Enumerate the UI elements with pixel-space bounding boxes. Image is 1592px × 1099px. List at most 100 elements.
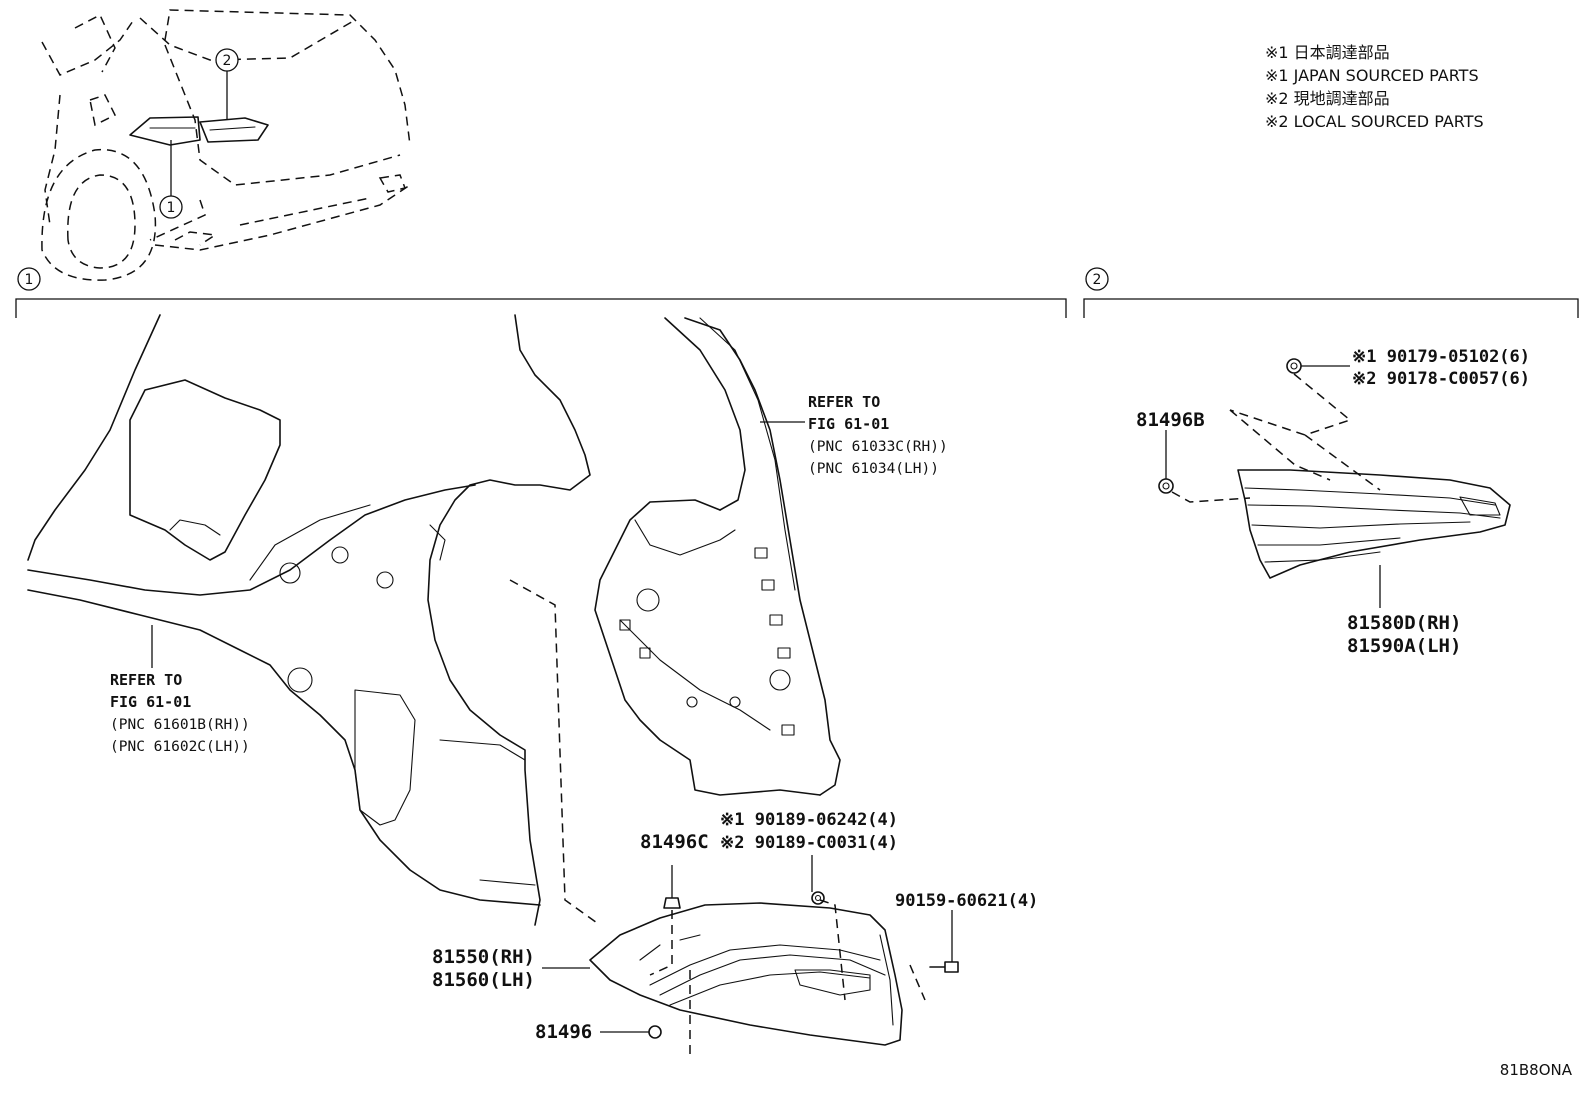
clip-81496b-icon	[1158, 478, 1174, 494]
panel-window-frame	[427, 314, 591, 926]
legend-line-1: ※1 日本調達部品	[1265, 43, 1390, 62]
panel-lower-rib	[439, 739, 526, 761]
callout-1-label: 1	[167, 200, 176, 216]
clip-81496-icon	[648, 1025, 662, 1039]
screw-90189-icon-center	[814, 894, 822, 902]
inner-panel-hole-4	[729, 696, 741, 708]
inner-lamp-lh-label: 81590A(LH)	[1347, 635, 1461, 657]
install-line-clip-b	[1171, 491, 1251, 503]
section-2-label: 2	[1093, 272, 1102, 288]
bolt-90159-icon	[929, 961, 959, 973]
section-2-header: 2	[1083, 267, 1579, 318]
section-2-bracket	[1083, 298, 1579, 318]
clip-81496b-label: 81496B	[1136, 409, 1205, 431]
outer-lamp-lens-line-2	[659, 954, 886, 996]
vehicle-bumper-outline	[154, 184, 411, 251]
panel-quarter-window	[129, 379, 281, 561]
outer-lamp-lens-line-1	[649, 944, 881, 986]
clip-label: 81496	[535, 1021, 592, 1043]
panel-bottom-flange	[479, 879, 536, 886]
inner-lamp-lens-3	[1251, 521, 1471, 529]
vehicle-inner-lamp	[199, 117, 269, 143]
inner-tail-lamp	[1237, 469, 1511, 579]
inner-panel-pillar	[684, 317, 841, 796]
screw-a-label: ※1 90189-06242(4)	[720, 810, 898, 830]
bolt-label: 90159-60621(4)	[895, 891, 1038, 911]
section-2-part-labels: ※1 90179-05102(6) ※2 90178-C0057(6) 8149…	[1136, 347, 1530, 657]
screw-90179-icon	[1286, 358, 1302, 374]
inner-lamp-lens-4	[1257, 537, 1401, 546]
vehicle-side-panel	[89, 94, 117, 127]
screw-90179-icon-center	[1290, 362, 1298, 370]
inner-lamp-lens-5	[1264, 551, 1381, 563]
section-1-fasteners	[542, 855, 959, 1039]
inner-panel-slot-5	[619, 619, 631, 631]
vehicle-bumper-side	[149, 199, 206, 241]
refer-left-line-1: REFER TO	[110, 671, 182, 689]
inner-lamp-rh-label: 81580D(RH)	[1347, 612, 1461, 634]
inner-lamp-housing	[1237, 469, 1511, 579]
section-1-part-labels: ※1 90189-06242(4) ※2 90189-C0031(4) 8149…	[432, 810, 1038, 1043]
inner-panel-rib-1	[634, 519, 736, 556]
vehicle-lamp-detail	[149, 126, 256, 131]
install-line-screw	[819, 899, 846, 1001]
screw-b-label: ※2 90189-C0031(4)	[720, 833, 898, 853]
clip-81496c-icon	[663, 897, 681, 909]
install-line-bolt	[909, 964, 926, 1001]
refer-left-line-3: (PNC 61601B(RH))	[110, 717, 250, 733]
vehicle-bumper-line	[239, 197, 371, 226]
panel-hole-1	[287, 667, 313, 693]
outer-lamp-lens-line-3	[669, 971, 871, 1006]
inner-lamp-end-reflector	[1459, 496, 1501, 516]
section-1-header: 1	[15, 267, 1067, 318]
clip-c-label: 81496C	[640, 831, 709, 853]
inner-panel-pillar-line	[699, 317, 796, 591]
outer-lamp-housing	[589, 902, 903, 1046]
inner-panel-slot-2	[761, 579, 775, 591]
inner-panel-hole-1	[636, 588, 660, 612]
inner-panel-slot-1	[754, 547, 768, 559]
vehicle-tailgate-outline	[164, 9, 411, 146]
lamp-lh-label: 81560(LH)	[432, 969, 535, 991]
callout-2-label: 2	[223, 53, 232, 69]
inner-panel-slot-6	[639, 647, 651, 659]
refer-right-line-1: REFER TO	[808, 393, 880, 411]
refer-right-line-4: (PNC 61034(LH))	[808, 461, 939, 477]
quarter-panel	[27, 314, 591, 926]
vehicle-bumper-reflector-r	[378, 174, 407, 193]
section-1-bracket	[15, 298, 1067, 318]
inner-lamp-lens-1	[1244, 487, 1496, 506]
panel-inner-rib	[249, 504, 371, 581]
refer-left-line-4: (PNC 61602C(LH))	[110, 739, 250, 755]
callout-2-circle	[215, 48, 239, 72]
panel-wheel-arch-top	[27, 484, 476, 596]
inner-panel-outer	[664, 317, 746, 511]
section-2-fasteners	[1158, 358, 1381, 608]
panel-lower-edge	[27, 589, 541, 906]
screw-90179-label: ※1 90179-05102(6)	[1352, 347, 1530, 367]
refer-to-left: REFER TO FIG 61-01 (PNC 61601B(RH)) (PNC…	[110, 625, 250, 755]
outer-lamp-detail	[639, 934, 701, 961]
panel-window-sill	[169, 519, 221, 536]
inner-panel-hole-2	[769, 669, 791, 691]
inner-panel-lower	[594, 499, 821, 796]
outer-lamp-inner-reflector	[794, 969, 871, 996]
outer-tail-lamp	[589, 902, 903, 1046]
refer-right-line-2: FIG 61-01	[808, 415, 889, 433]
panel-hole-3	[331, 546, 349, 564]
legend-line-2: ※1 JAPAN SOURCED PARTS	[1265, 66, 1479, 85]
refer-right-line-3: (PNC 61033C(RH))	[808, 439, 948, 455]
legend-line-3: ※2 現地調達部品	[1265, 89, 1390, 108]
section-2-install-lines	[1171, 373, 1381, 503]
section-1-label: 1	[25, 272, 34, 288]
screw-90189-icon	[811, 891, 825, 905]
vehicle-wheel	[67, 174, 136, 269]
vehicle-window-outline	[41, 17, 136, 76]
install-line-clip-c	[649, 910, 673, 976]
callout-1-circle	[159, 195, 183, 219]
inner-panel-slot-4	[777, 647, 791, 659]
vehicle-roof-outline	[139, 17, 356, 61]
vehicle-reflector	[174, 231, 218, 246]
inner-panel-slot-7	[781, 724, 795, 736]
